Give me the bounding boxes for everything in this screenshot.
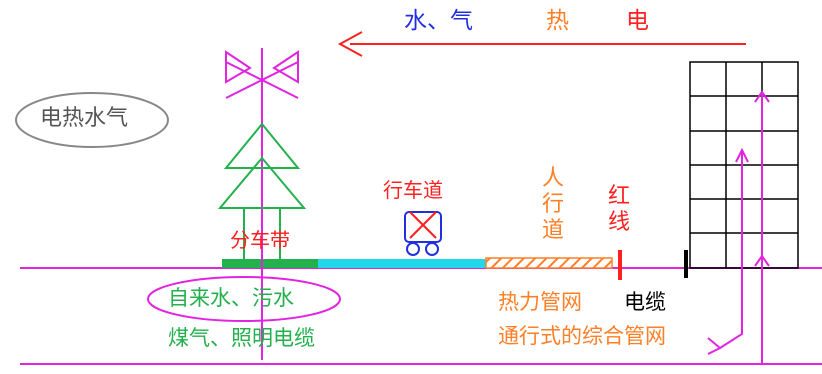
sidewalk-label: 人行道 [541,166,564,243]
red-line-label: 红线 [607,184,630,235]
utilities-ellipse [15,92,169,148]
building [689,61,799,269]
water-gas-label: 水、气 [404,8,473,34]
utilities-ellipse-label: 电热水气 [40,106,129,131]
tree-and-lamp [217,48,307,360]
roadway-label: 行车道 [383,178,443,202]
cable-label: 电缆 [624,290,666,314]
flow-arrow [337,31,746,57]
vehicle-icon [404,211,442,256]
heat-pipe-label: 热力管网 [498,290,582,314]
water-sewage-label: 自来水、污水 [168,286,294,310]
median-strip-bar [222,259,318,268]
median-strip-label: 分车带 [230,228,290,252]
electricity-label: 电 [626,8,649,34]
building-service-arrows [707,90,770,364]
gas-lighting-label: 煤气、照明电缆 [168,326,315,350]
sidewalk-bar [485,257,613,269]
water-sewage-ellipse [147,276,341,322]
heat-label: 热 [546,8,569,34]
utility-tunnel-label: 通行式的综合管网 [498,324,666,348]
roadway-bar [318,259,486,268]
